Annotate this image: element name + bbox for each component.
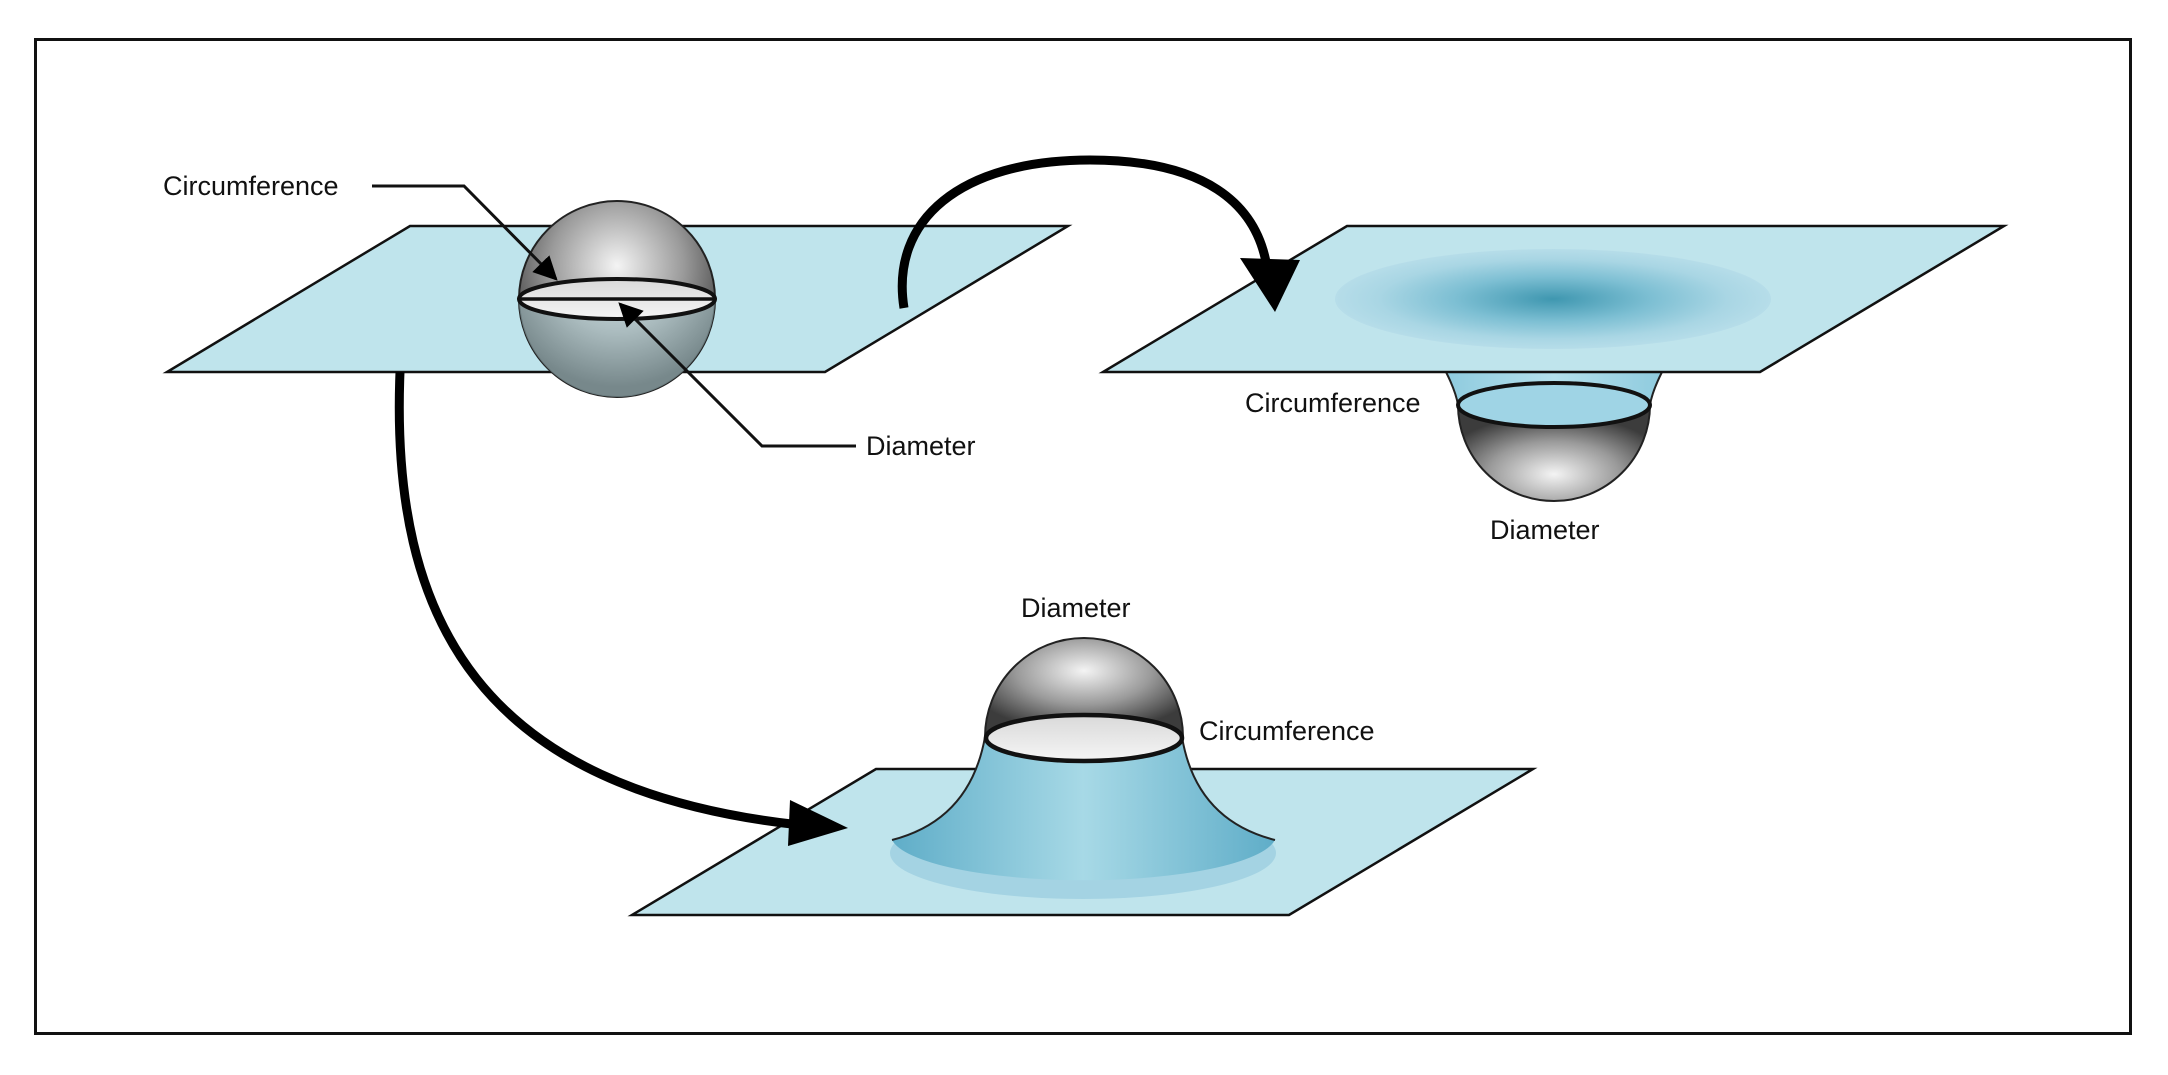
- arrowhead-bottom: [788, 800, 848, 846]
- dent-shading: [1335, 249, 1771, 349]
- panel-top-right: Circumference Diameter: [1098, 224, 2009, 545]
- transition-arrow-to-bottom: [394, 371, 848, 846]
- sphere-top-right: [1456, 404, 1652, 502]
- label-circumference-top-left: Circumference: [163, 171, 339, 201]
- equator-ring-bottom: [983, 712, 1185, 764]
- label-circumference-bottom: Circumference: [1199, 716, 1375, 746]
- sphere-bottom: [983, 637, 1185, 738]
- arrowhead-top-right: [1240, 258, 1300, 312]
- label-diameter-top-left: Diameter: [866, 431, 976, 461]
- label-diameter-bottom: Diameter: [1021, 593, 1131, 623]
- panel-top-left: Circumference Diameter: [162, 171, 1073, 461]
- diameter-leader: [618, 302, 856, 448]
- diagram-frame: [34, 38, 2132, 1035]
- transition-arrow-to-top-right: [897, 155, 1300, 312]
- water-mound: [892, 737, 1275, 881]
- label-circumference-top-right: Circumference: [1245, 388, 1421, 418]
- panel-bottom: Diameter Circumference: [627, 593, 1538, 917]
- circumference-leader: [372, 184, 558, 281]
- label-diameter-top-right: Diameter: [1490, 515, 1600, 545]
- equator-ring-top-right: [1456, 381, 1652, 429]
